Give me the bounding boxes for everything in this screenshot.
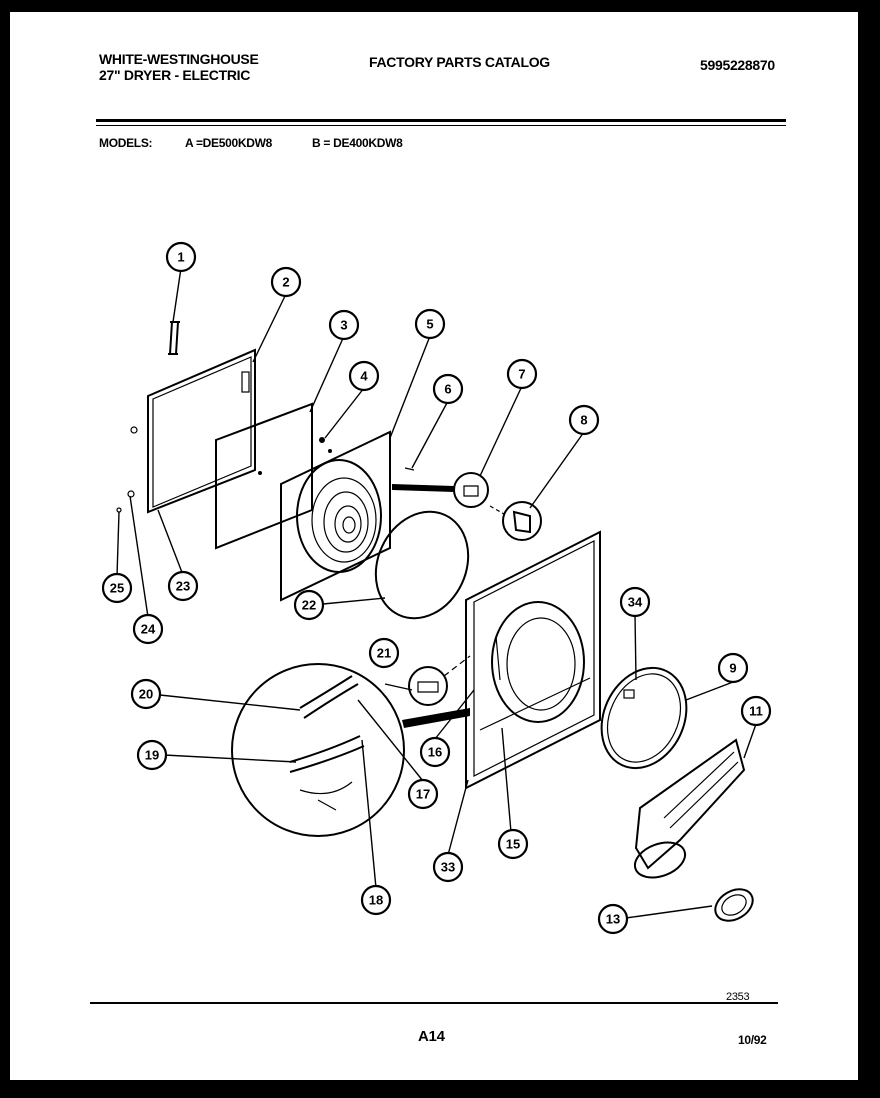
door-catch-part <box>489 501 542 541</box>
svg-text:23: 23 <box>176 579 190 594</box>
callout-20: 20 <box>130 678 162 710</box>
callout-23: 23 <box>167 570 199 602</box>
catalog-title: FACTORY PARTS CATALOG <box>369 54 550 70</box>
callout-7: 7 <box>506 358 538 390</box>
svg-text:19: 19 <box>145 748 159 763</box>
models-label: MODELS: <box>99 136 153 150</box>
leader-lines <box>116 293 757 919</box>
svg-text:3: 3 <box>340 318 347 333</box>
callout-25: 25 <box>101 572 133 604</box>
svg-text:2: 2 <box>282 275 289 290</box>
revision-date: 10/92 <box>738 1033 767 1047</box>
outer-door-panel-part <box>116 348 256 514</box>
svg-text:9: 9 <box>729 661 736 676</box>
air-duct-part <box>633 738 746 879</box>
callout-19: 19 <box>136 739 168 771</box>
callout-21: 21 <box>368 637 400 669</box>
svg-text:5: 5 <box>426 317 433 332</box>
model-b: B = DE400KDW8 <box>312 136 403 150</box>
inner-door-panel-part <box>215 402 313 550</box>
svg-text:33: 33 <box>441 860 455 875</box>
callout-34: 34 <box>619 586 651 618</box>
door-switch-part <box>408 655 471 706</box>
callout-3: 3 <box>328 309 360 341</box>
model-a: A =DE500KDW8 <box>185 136 272 150</box>
parts-catalog-page: WHITE-WESTINGHOUSE 27" DRYER - ELECTRIC … <box>10 12 858 1080</box>
callout-6: 6 <box>432 373 464 405</box>
callout-22: 22 <box>293 589 325 621</box>
svg-text:13: 13 <box>606 912 620 927</box>
callout-1: 1 <box>165 241 197 273</box>
svg-text:24: 24 <box>141 622 156 637</box>
door-liner-part <box>280 430 415 602</box>
callout-11: 11 <box>740 695 772 727</box>
callout-2: 2 <box>270 266 302 298</box>
svg-text:1: 1 <box>177 250 184 265</box>
product-name: 27" DRYER - ELECTRIC <box>99 67 251 83</box>
svg-text:8: 8 <box>580 413 587 428</box>
callout-5: 5 <box>414 308 446 340</box>
svg-text:20: 20 <box>139 687 153 702</box>
callout-18: 18 <box>360 884 392 916</box>
door-handle-part <box>168 267 182 355</box>
footer-rule <box>90 1002 778 1004</box>
svg-text:6: 6 <box>444 382 451 397</box>
duct-seal-part <box>714 888 754 922</box>
callout-33: 33 <box>432 851 464 883</box>
detail-magnifier <box>231 663 470 837</box>
catalog-number: 5995228870 <box>700 57 775 73</box>
callout-24: 24 <box>132 613 164 645</box>
header-rule-bottom <box>96 125 786 126</box>
callout-15: 15 <box>497 828 529 860</box>
brand-name: WHITE-WESTINGHOUSE <box>99 51 259 67</box>
callout-16: 16 <box>419 736 451 768</box>
callout-9: 9 <box>717 652 749 684</box>
svg-text:25: 25 <box>110 581 124 596</box>
svg-text:4: 4 <box>360 369 368 384</box>
svg-text:7: 7 <box>518 367 525 382</box>
drawing-number: 2353 <box>726 991 750 1003</box>
svg-text:22: 22 <box>302 598 316 613</box>
svg-text:16: 16 <box>428 745 442 760</box>
svg-text:11: 11 <box>749 704 763 719</box>
page-code: A14 <box>418 1028 445 1045</box>
front-panel-part <box>465 530 601 790</box>
bearing-ring-part <box>600 666 688 770</box>
svg-text:18: 18 <box>369 893 383 908</box>
header-rule-top <box>96 119 786 122</box>
callout-17: 17 <box>407 778 439 810</box>
callout-8: 8 <box>568 404 600 436</box>
hinge-part <box>392 472 489 508</box>
svg-text:21: 21 <box>377 646 391 661</box>
svg-text:34: 34 <box>628 595 643 610</box>
callout-13: 13 <box>597 903 629 935</box>
callout-4: 4 <box>348 360 380 392</box>
svg-text:17: 17 <box>416 787 430 802</box>
door-seal-part <box>374 510 470 620</box>
svg-text:15: 15 <box>506 837 520 852</box>
